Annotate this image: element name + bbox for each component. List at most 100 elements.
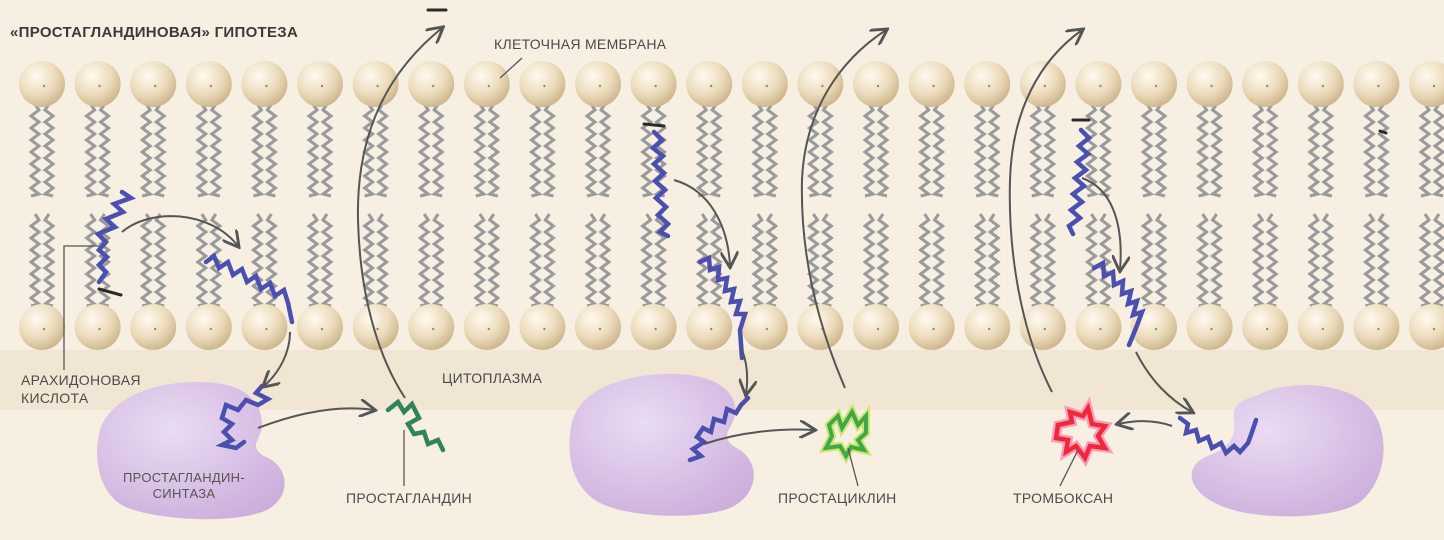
lipid-tail-upper (212, 104, 220, 196)
label-arachidonic-acid-line1: АРАХИДОНОВАЯ (21, 372, 141, 390)
lipid-tail-upper (1213, 104, 1221, 196)
lipid-tail-lower (1254, 214, 1262, 306)
lipid-head-dot (1266, 85, 1268, 87)
lipid-tail-lower (1143, 214, 1151, 306)
lipid-head (408, 61, 454, 107)
lipid-head (1409, 304, 1444, 350)
lipid-tail-lower (87, 214, 95, 306)
lipid-head-dot (766, 328, 768, 330)
lipid-tail-lower (1310, 214, 1318, 306)
lipid-head (297, 61, 343, 107)
lipid-tail-lower (45, 214, 53, 306)
lipid-tail-lower (935, 214, 943, 306)
lipid-tail-lower (1268, 214, 1276, 306)
lipid-head-dot (988, 85, 990, 87)
enzyme-left-unlabeled (569, 374, 753, 516)
lipid-head (1409, 61, 1444, 107)
lipid-tail-upper (476, 104, 484, 196)
lipid-head (1075, 304, 1121, 350)
lipid-head-dot (210, 328, 212, 330)
leader-prostacyclin (848, 448, 858, 486)
lipid-head-dot (1266, 328, 1268, 330)
lipid-tail-lower (1032, 214, 1040, 306)
lipid-head (909, 304, 955, 350)
lipid-head-dot (1433, 328, 1435, 330)
lipid-head-dot (43, 328, 45, 330)
lipid-tail-lower (1213, 214, 1221, 306)
lipid-head-dot (1099, 85, 1101, 87)
lipid-tail-lower (31, 214, 39, 306)
label-prostaglandin: ПРОСТАГЛАНДИН (346, 490, 472, 508)
lipid-tail-lower (420, 214, 428, 306)
lipid-tail-lower (754, 214, 762, 306)
lipid-tail-lower (545, 214, 553, 306)
lipid-head (130, 304, 176, 350)
lipid-head-dot (1044, 85, 1046, 87)
lipid-tail-lower (1324, 214, 1332, 306)
lipid-tail-lower (976, 214, 984, 306)
lipid-tail-lower (379, 214, 387, 306)
lipid-tail-upper (267, 104, 275, 196)
lipid-head (964, 304, 1010, 350)
lipid-head-dot (1322, 85, 1324, 87)
lipid-tail-lower (434, 214, 442, 306)
lipid-tail-lower (990, 214, 998, 306)
lipid-tail-lower (643, 214, 651, 306)
lipid-head-dot (98, 328, 100, 330)
lipid-tail-lower (879, 214, 887, 306)
lipid-tail-upper (87, 104, 95, 196)
lipid-head-dot (821, 85, 823, 87)
lipid-heads (19, 61, 1444, 350)
lipid-head-dot (432, 328, 434, 330)
lipid-tail-upper (490, 104, 498, 196)
lipid-tail-upper (1199, 104, 1207, 196)
lipid-tail-upper (921, 104, 929, 196)
lipid-head (241, 304, 287, 350)
lipid-head (853, 61, 899, 107)
lipid-tail-lower (921, 214, 929, 306)
lipid-tail-upper (823, 104, 831, 196)
lipid-head (742, 61, 788, 107)
lipid-head (964, 61, 1010, 107)
lipid-head-dot (599, 328, 601, 330)
lipid-tail-lower (865, 214, 873, 306)
lipid-head-dot (432, 85, 434, 87)
lipid-tail-upper (309, 104, 317, 196)
lipid-head-dot (43, 85, 45, 87)
lipid-head-dot (98, 85, 100, 87)
lipid-head (130, 61, 176, 107)
lipid-head-dot (376, 328, 378, 330)
lipid-head-dot (265, 85, 267, 87)
lipid-head (797, 304, 843, 350)
label-synthase-line2: СИНТАЗА (108, 486, 260, 502)
chain-end-mark (644, 124, 664, 126)
lipid-tail-upper (101, 104, 109, 196)
lipid-head (1131, 61, 1177, 107)
lipid-head (1187, 304, 1233, 350)
lipid-tail-upper (643, 104, 651, 196)
lipid-tail-upper (712, 104, 720, 196)
lipid-head (297, 304, 343, 350)
lipid-head-dot (154, 85, 156, 87)
lipid-tail-lower (1046, 214, 1054, 306)
lipid-head-dot (321, 85, 323, 87)
lipid-tail-upper (1310, 104, 1318, 196)
lipid-tail-lower (1101, 214, 1109, 306)
lipid-tail-upper (198, 104, 206, 196)
lipid-head (631, 61, 677, 107)
lipid-tail-lower (1157, 214, 1165, 306)
lipid-head-dot (1377, 85, 1379, 87)
lipid-tail-upper (1324, 104, 1332, 196)
lipid-tail-lower (1365, 214, 1373, 306)
lipid-tail-upper (990, 104, 998, 196)
lipid-tail-upper (935, 104, 943, 196)
lipid-head (575, 304, 621, 350)
lipid-head-dot (488, 328, 490, 330)
lipid-tail-upper (1379, 104, 1387, 196)
arrow-enzyme-to-thromboxane (1118, 421, 1172, 426)
lipid-head-dot (1155, 328, 1157, 330)
lipid-head (1187, 61, 1233, 107)
lipid-tail-upper (768, 104, 776, 196)
